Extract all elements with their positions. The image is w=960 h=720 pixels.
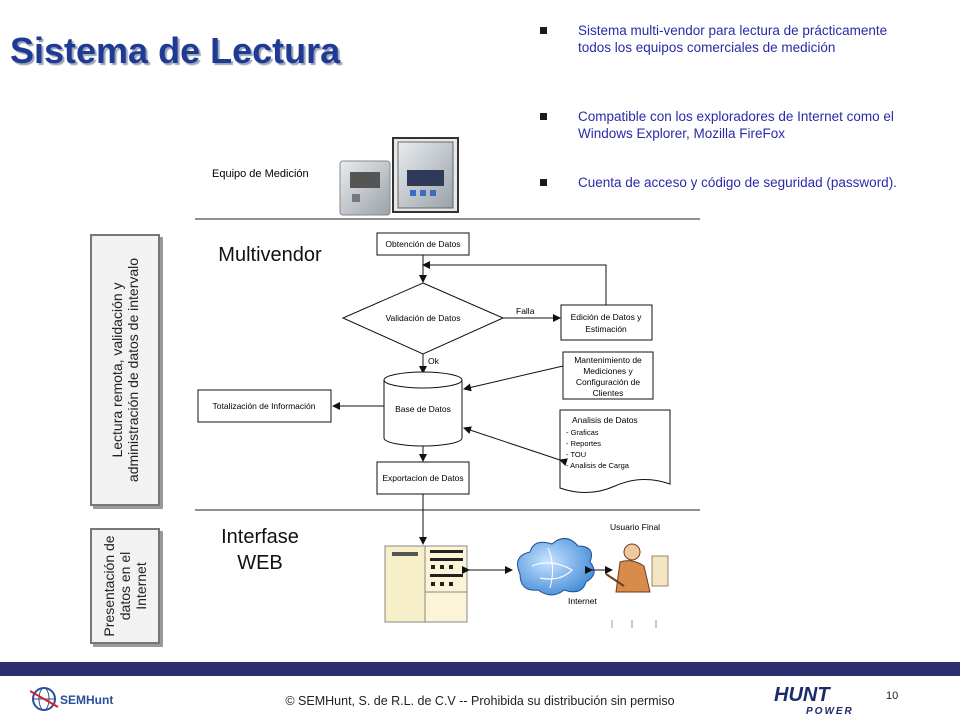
exportacion-box [376,461,470,495]
totalizacion-box [197,389,332,423]
section-label-multivendor: Multivendor [218,244,322,266]
bullet-text: Cuenta de acceso y código de seguridad (… [578,175,897,190]
page-number: 10 [886,690,899,702]
footer-bar [0,662,960,676]
analisis-label-line: - Analisis de Carga [566,461,630,470]
bullet-square-icon [540,179,547,186]
mantenimiento-label-line: Clientes [593,388,624,398]
flow-arrow [463,365,564,392]
side-box-presentacion: Presentación de datos en el Internet [90,528,160,644]
analisis-label-line: - Reportes [566,439,601,448]
semhunt-globe-icon [29,687,59,711]
hunt-power-logo: HUNT POWER [770,684,860,720]
power-logo-text: POWER [806,706,854,716]
internet-cloud-icon [517,538,595,596]
ok-label: Ok [428,356,440,366]
bullet-item: Compatible con los exploradores de Inter… [540,108,908,142]
mantenimiento-box [562,351,654,400]
mantenimiento-label-line: Mantenimiento de [574,355,642,365]
semhunt-logo-text: SEMHunt [60,693,113,707]
section-label-interfase: Interfase WEB [221,526,299,574]
totalizacion-label: Totalización de Información [212,401,315,411]
edicion-label-line: Edición de Datos y [571,312,643,322]
flow-arrow [463,426,568,467]
falla-label: Falla [516,306,535,316]
edicion-box [560,304,653,341]
bullet-item: Cuenta de acceso y código de seguridad (… [540,174,908,191]
user-at-computer-icon [605,543,669,628]
equipo-label: Equipo de Medición [212,168,309,180]
obtencion-label: Obtención de Datos [385,239,460,249]
exportacion-label: Exportacion de Datos [382,473,463,483]
base-datos-label: Base de Datos [395,404,451,414]
edicion-label-line: Estimación [585,324,627,334]
flow-arrow [422,261,607,305]
side-box-lectura: Lectura remota, validación y administrac… [90,234,160,506]
bullet-square-icon [540,27,547,34]
analisis-label-line: Analisis de Datos [572,415,638,425]
web-page-icon [384,545,468,623]
validacion-label: Validación de Datos [386,313,461,323]
bullet-square-icon [540,113,547,120]
footer-copyright: © SEMHunt, S. de R.L. de C.V -- Prohibid… [285,694,675,708]
base-datos-cylinder [383,371,463,447]
analisis-label-line: - TOU [566,450,586,459]
semhunt-logo: SEMHunt [29,685,120,720]
bullet-text: Compatible con los exploradores de Inter… [578,109,894,141]
mantenimiento-label-line: Mediciones y [583,366,633,376]
analisis-document [559,409,671,493]
analisis-label-line: - Graficas [566,428,599,437]
bullet-item: Sistema multi-vendor para lectura de prá… [540,22,908,56]
meter-device-large-icon [392,137,459,213]
bullet-text: Sistema multi-vendor para lectura de prá… [578,23,888,55]
internet-label: Internet [568,596,597,606]
meter-device-small-icon [339,160,391,216]
page-title: Sistema de Lectura [10,30,341,71]
mantenimiento-label-line: Configuración de [576,377,641,387]
hunt-logo-text: HUNT [774,684,831,706]
usuario-label: Usuario Final [610,522,660,532]
